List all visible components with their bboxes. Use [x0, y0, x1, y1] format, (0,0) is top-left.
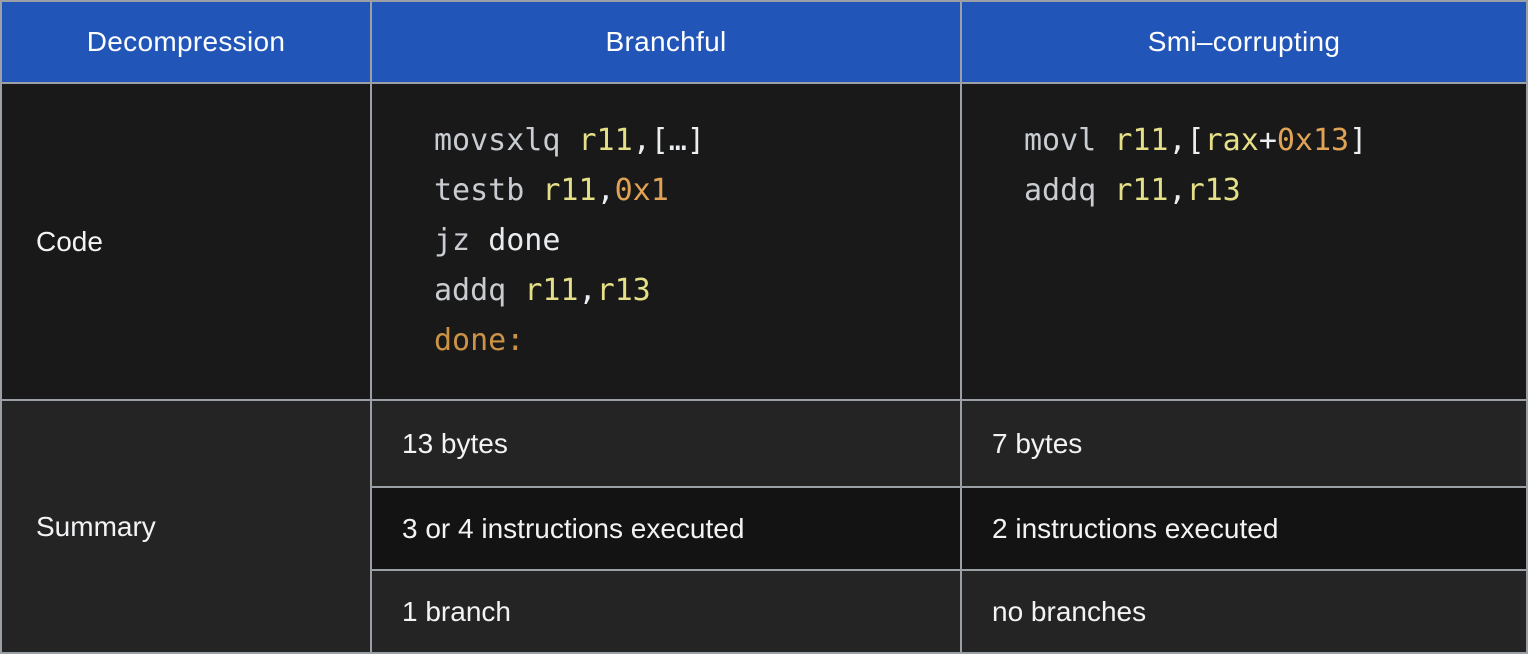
- summary-bytes-branchful: 13 bytes: [372, 401, 960, 486]
- code-line: movl r11,[rax+0x13]: [1024, 123, 1368, 158]
- summary-instructions-branchful-text: 3 or 4 instructions executed: [402, 512, 745, 544]
- summary-bytes-branchful-text: 13 bytes: [402, 427, 508, 459]
- summary-instructions-smi-corrupting-text: 2 instructions executed: [992, 512, 1279, 544]
- summary-instructions-branchful: 3 or 4 instructions executed: [372, 488, 960, 569]
- header-label-decompression: Decompression: [86, 26, 286, 57]
- code-cell-branchful: movsxlq r11,[…] testb r11,0x1 jz done addq …: [372, 84, 960, 399]
- code-line: testb r11,0x1: [434, 173, 669, 208]
- code-line: addq r11,r13: [434, 273, 651, 308]
- header-cell-branchful: Branchful: [372, 2, 960, 82]
- code-line: done:: [434, 323, 525, 358]
- summary-bytes-smi-corrupting: 7 bytes: [962, 401, 1526, 486]
- summary-row-label-cell: Summary: [2, 401, 370, 652]
- code-line: jz done: [434, 223, 561, 258]
- header-cell-decompression: Decompression: [2, 2, 370, 82]
- header-label-smi-corrupting: Smi–corrupting: [1147, 26, 1341, 57]
- code-line: movsxlq r11,[…]: [434, 123, 705, 158]
- summary-bytes-smi-corrupting-text: 7 bytes: [992, 427, 1083, 459]
- summary-instructions-smi-corrupting: 2 instructions executed: [962, 488, 1526, 569]
- code-cell-smi-corrupting: movl r11,[rax+0x13] addq r11,r13: [962, 84, 1526, 399]
- code-row-label-cell: Code: [2, 84, 370, 399]
- header-cell-smi-corrupting: Smi–corrupting: [962, 2, 1526, 82]
- code-line: addq r11,r13: [1024, 173, 1241, 208]
- code-row-label: Code: [36, 225, 103, 257]
- summary-row-label: Summary: [36, 510, 156, 542]
- header-label-branchful: Branchful: [605, 26, 727, 57]
- summary-branches-branchful-text: 1 branch: [402, 595, 511, 627]
- summary-branches-smi-corrupting-text: no branches: [992, 595, 1147, 627]
- summary-branches-smi-corrupting: no branches: [962, 571, 1526, 652]
- summary-branches-branchful: 1 branch: [372, 571, 960, 652]
